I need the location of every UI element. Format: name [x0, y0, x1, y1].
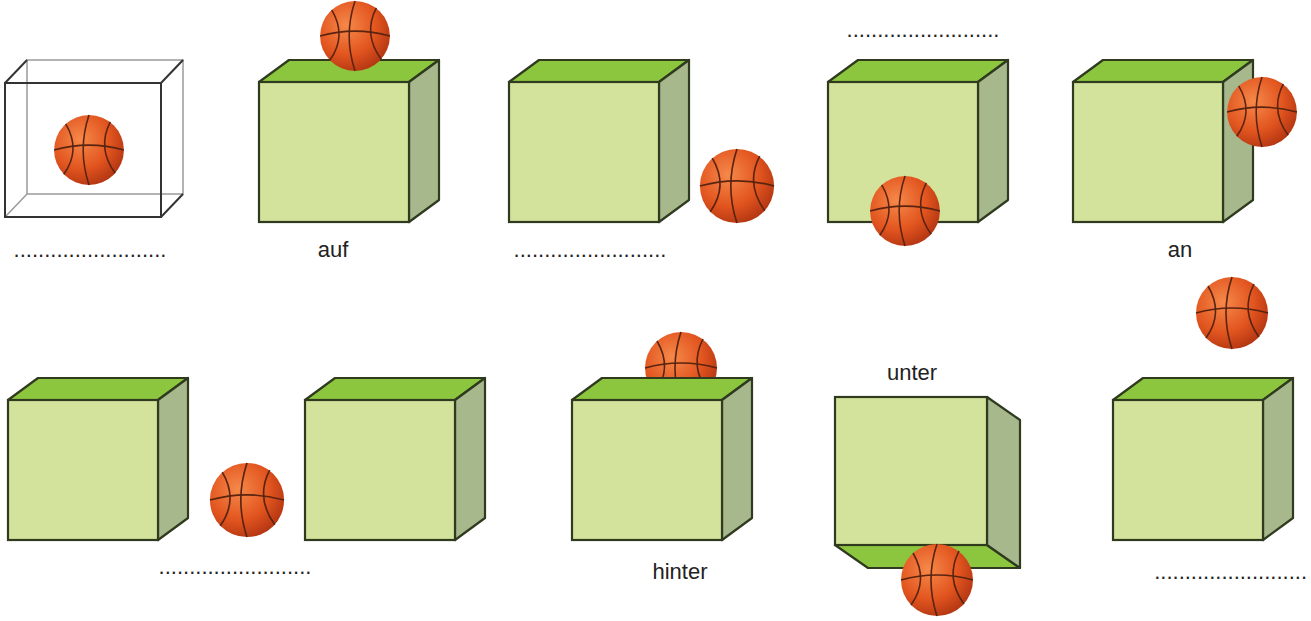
wire-cube	[5, 60, 183, 217]
cube	[259, 60, 439, 222]
ball	[320, 1, 390, 71]
preposition-label: .........................	[159, 555, 312, 579]
preposition-label: .........................	[1154, 560, 1307, 584]
ball	[870, 176, 940, 246]
ball	[901, 544, 973, 616]
cube	[8, 378, 188, 540]
cube	[509, 60, 689, 222]
ball	[210, 463, 284, 537]
cube	[305, 378, 485, 540]
ball	[700, 149, 774, 223]
preposition-label: hinter	[652, 560, 707, 584]
ball	[1196, 277, 1268, 349]
preposition-label: unter	[887, 361, 937, 385]
cube	[1113, 378, 1293, 540]
preposition-label: an	[1168, 238, 1192, 262]
cube	[572, 378, 752, 540]
preposition-label: .........................	[514, 238, 667, 262]
cube	[1073, 60, 1253, 222]
ball	[1227, 77, 1297, 147]
cube-from-below	[835, 397, 1020, 568]
preposition-label: .........................	[847, 18, 1000, 42]
preposition-label: .........................	[14, 238, 167, 262]
preposition-label: auf	[318, 238, 349, 262]
